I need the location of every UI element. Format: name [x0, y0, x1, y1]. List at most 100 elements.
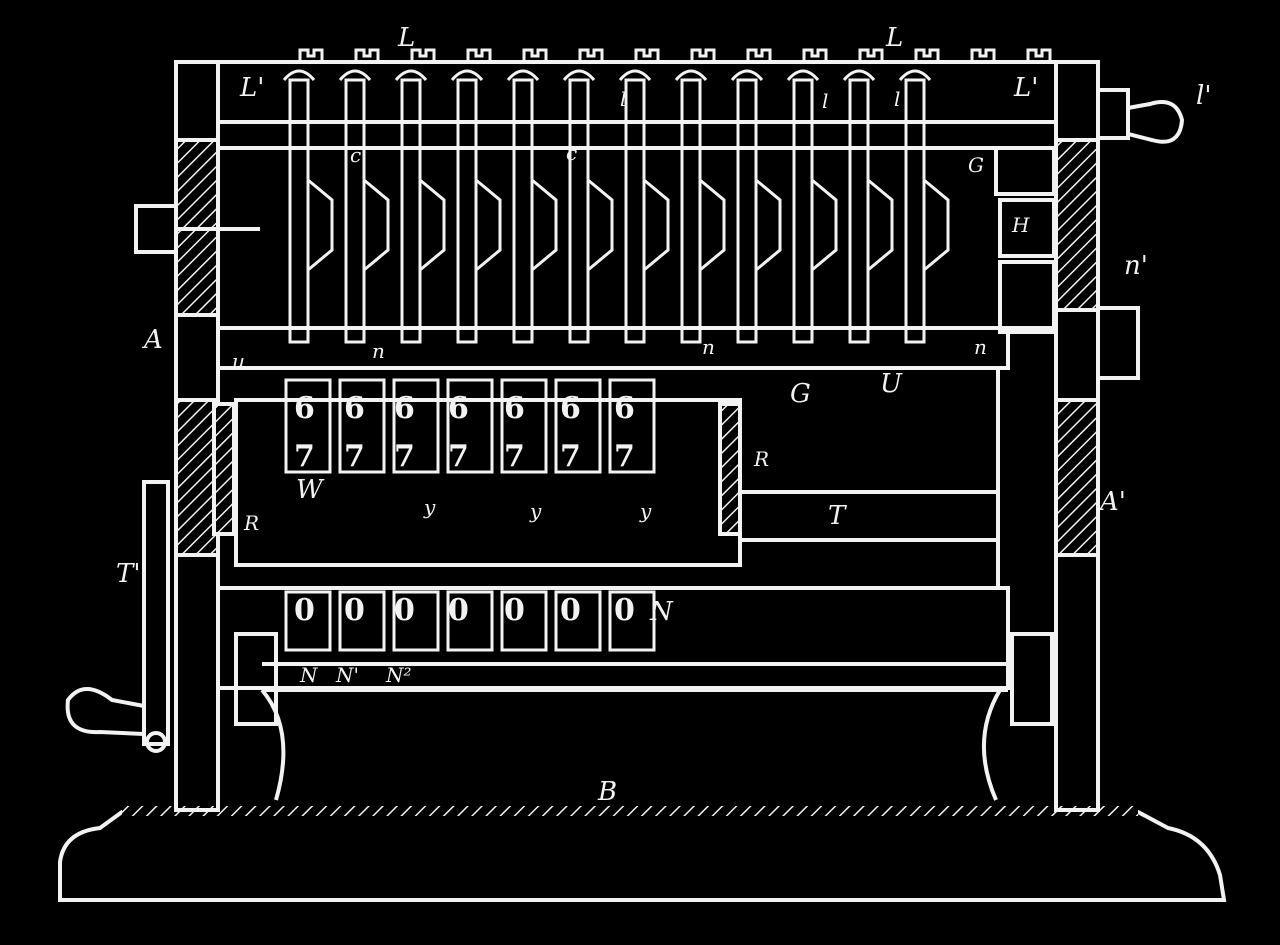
wheel-zero-7: 0	[614, 593, 635, 628]
counter-strip	[608, 590, 656, 652]
top-tooth	[298, 48, 324, 62]
label-l-2: l	[822, 89, 828, 113]
top-tooth	[690, 48, 716, 62]
rack-bar	[288, 78, 310, 344]
rack-hook	[618, 69, 652, 81]
wheel-strips	[284, 378, 656, 652]
wheel-zero-2: 0	[344, 593, 365, 628]
wheel-zero-4: 0	[448, 593, 469, 628]
label-y-3: y	[639, 499, 652, 523]
reference-labels: L L L' L' l' A A' G H n' u G U W R R T T…	[116, 23, 1211, 807]
cam-profile	[699, 178, 726, 272]
top-tooth	[746, 48, 772, 62]
cam-profile	[587, 178, 614, 272]
wheel-strip	[500, 378, 548, 474]
cam-profile	[419, 178, 446, 272]
label-L-right: L	[885, 23, 903, 53]
crank-T-pivot	[145, 731, 167, 753]
wheel-strip	[392, 378, 440, 474]
R-left-hatch	[212, 402, 236, 536]
rack-hook	[506, 69, 540, 81]
counter-strip	[338, 590, 386, 652]
wheel-zero-3: 0	[394, 593, 415, 628]
rack-hook	[338, 69, 372, 81]
top-tooth	[578, 48, 604, 62]
wheel-seven-2: 7	[344, 439, 365, 474]
wheel-zero-6: 0	[560, 593, 581, 628]
wheel-seven-7: 7	[614, 439, 635, 474]
rack-hook	[898, 69, 932, 81]
base-plate	[58, 810, 1227, 902]
rack-bars	[282, 69, 950, 344]
counter-strip	[392, 590, 440, 652]
bushing-n	[998, 260, 1056, 334]
left-axle-block	[134, 204, 178, 254]
drawing-lines	[58, 60, 1227, 902]
cam-profile	[755, 178, 782, 272]
top-tooth	[410, 48, 436, 62]
top-tooth	[634, 48, 660, 62]
wheel-six-3: 6	[394, 391, 415, 426]
right-arch	[981, 688, 1002, 801]
left-arch	[260, 688, 286, 801]
wheel-six-5: 6	[504, 391, 525, 426]
wheel-six-6: 6	[560, 391, 581, 426]
right-hub	[1096, 88, 1130, 140]
label-N-low: N	[299, 663, 319, 687]
label-n-prime: n'	[1124, 251, 1148, 281]
label-N-prime: N'	[335, 663, 359, 687]
wheel-strip	[608, 378, 656, 474]
label-T-prime: T'	[116, 559, 141, 589]
wheel-seven-4: 7	[448, 439, 469, 474]
wheel-seven-6: 7	[560, 439, 581, 474]
cam-profile	[867, 178, 894, 272]
top-tooth	[354, 48, 380, 62]
label-c-1: c	[350, 143, 361, 167]
left-clamp	[234, 632, 278, 726]
wheel-strip	[338, 378, 386, 474]
label-G: G	[790, 379, 811, 409]
label-c-2: c	[566, 141, 577, 165]
counter-strip	[446, 590, 494, 652]
rack-hook	[394, 69, 428, 81]
label-l-1: l	[620, 87, 626, 111]
label-n-1: n	[372, 339, 385, 363]
rack-bar	[400, 78, 422, 344]
label-R-right: R	[753, 447, 769, 471]
cam-profile	[363, 178, 390, 272]
digit-wheels: 6 6 6 6 6 6 6 7 7 7 7 7 7 7 0 0 0 0 0 0 …	[294, 391, 635, 628]
label-n-2: n	[702, 335, 715, 359]
label-n-3: n	[974, 335, 987, 359]
cam-profile	[923, 178, 950, 272]
label-l-prime: l'	[1196, 81, 1211, 111]
base-hatch	[122, 806, 1138, 816]
label-A: A	[142, 325, 163, 355]
lower-rail	[216, 326, 1010, 370]
crank-T-handle	[65, 687, 145, 736]
rack-bar	[792, 78, 814, 344]
label-N2: N²	[385, 663, 412, 687]
wheel-strip	[554, 378, 602, 474]
top-rail	[216, 120, 1058, 150]
top-tooth	[522, 48, 548, 62]
bushing-G	[994, 146, 1056, 196]
label-R-left: R	[243, 511, 259, 535]
wheel-zero-5: 0	[504, 593, 525, 628]
wheel-six-7: 6	[614, 391, 635, 426]
rack-hook	[282, 69, 316, 81]
cam-profile	[531, 178, 558, 272]
top-tooth	[858, 48, 884, 62]
rack-bar	[624, 78, 646, 344]
rack-hook	[730, 69, 764, 81]
label-y-2: y	[529, 499, 542, 523]
wheel-strip	[446, 378, 494, 474]
label-N: N	[649, 597, 674, 627]
label-A-prime: A'	[1098, 487, 1126, 517]
left-bearing-hatch-low	[174, 398, 220, 557]
label-G-right: G	[968, 153, 984, 177]
counter-strip	[500, 590, 548, 652]
wheel-six-1: 6	[294, 391, 315, 426]
rack-bar	[344, 78, 366, 344]
